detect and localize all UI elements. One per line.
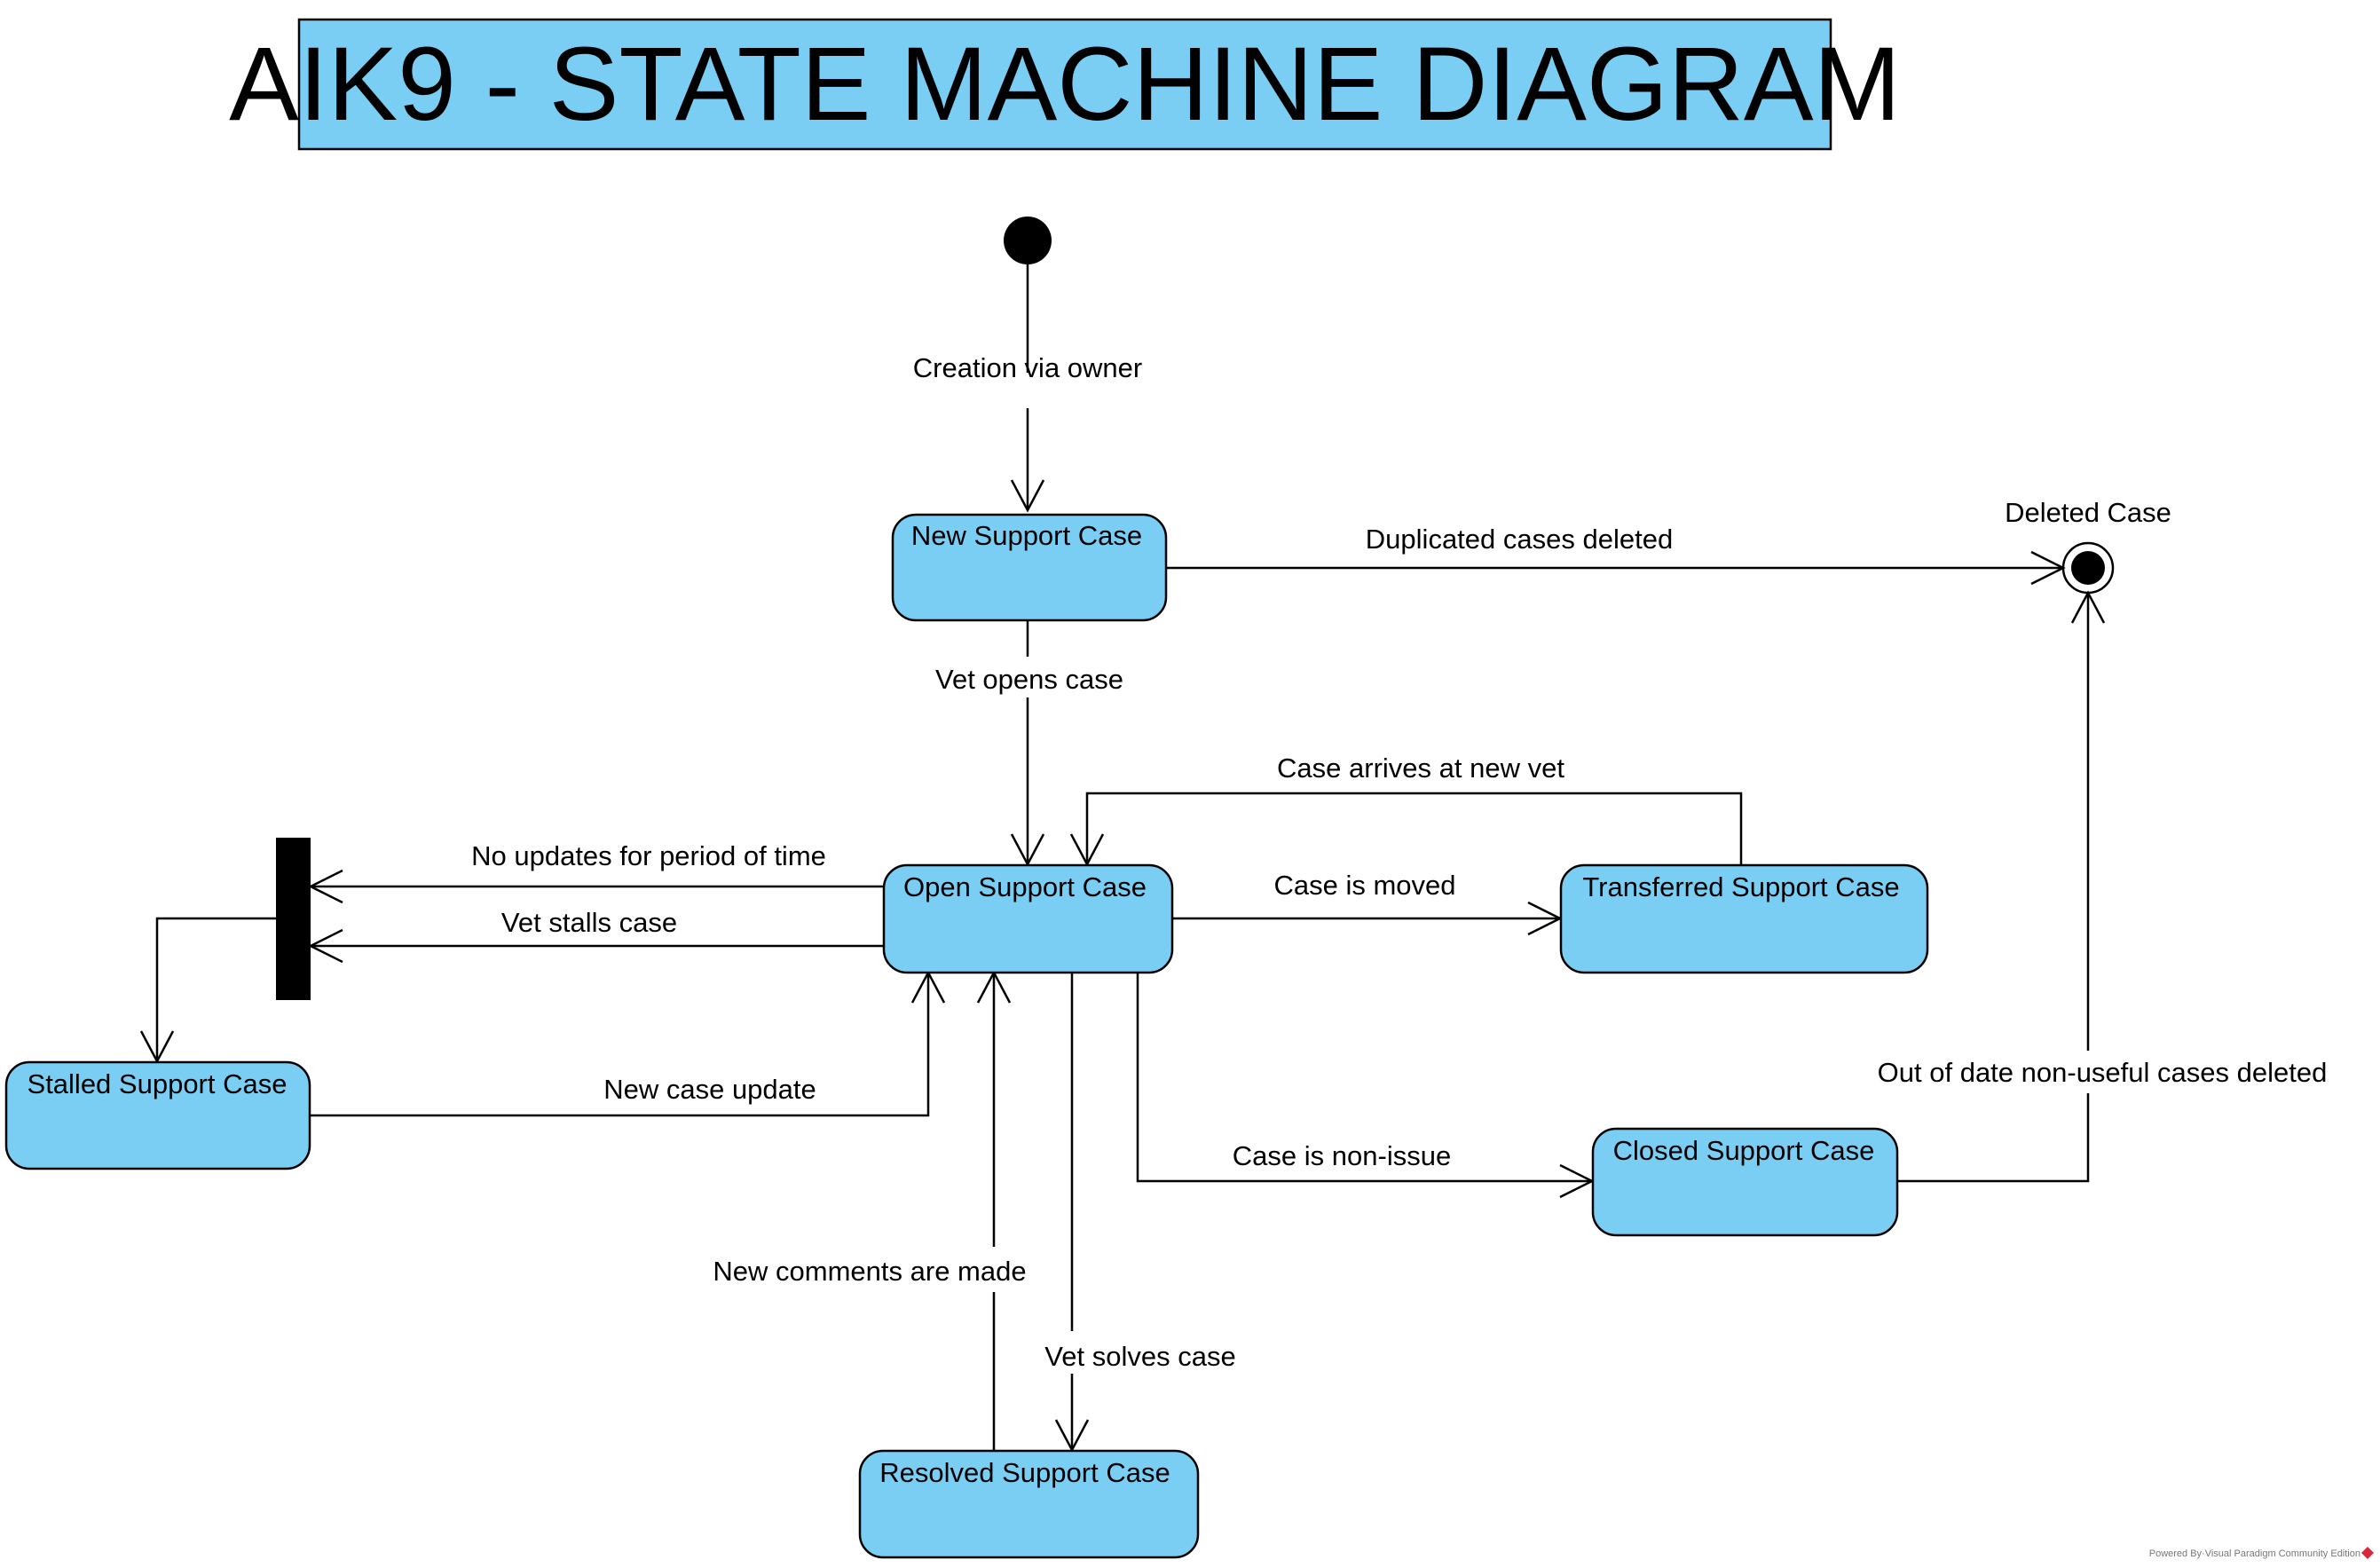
edge-non-issue [1136, 973, 1592, 1183]
state-stalled-box [4, 1060, 311, 1170]
visual-paradigm-logo-icon [2361, 1547, 2374, 1559]
edge-new-case-update [310, 973, 930, 1117]
diagram-title: AIK9 - STATE MACHINE DIAGRAM [229, 26, 1901, 143]
state-resolved-support-case: Resolved Support Case [858, 1449, 1200, 1559]
state-transferred-support-case: Transferred Support Case [1559, 863, 1929, 974]
edge-label-creation: Creation via owner [913, 352, 1142, 383]
edge-label-vet-solves: Vet solves case [1044, 1341, 1235, 1372]
edge-label-vet-opens: Vet opens case [935, 664, 1123, 695]
edge-label-new-case-update: New case update [603, 1074, 816, 1105]
edge-label-new-comments: New comments are made [713, 1256, 1026, 1287]
edge-out-of-date-arrowhead [2070, 590, 2106, 624]
final-state: Deleted Case [2005, 497, 2171, 595]
state-new-box [891, 513, 1168, 622]
state-closed-box [1591, 1127, 1899, 1237]
state-closed-label: Closed Support Case [1613, 1135, 1875, 1166]
initial-state-dot [1004, 217, 1052, 264]
edge-creation-arrowhead [1010, 479, 1045, 513]
edge-label-arrives-new-vet: Case arrives at new vet [1277, 752, 1564, 784]
edge-no-updates-arrowhead [308, 869, 343, 904]
edge-out-of-date [1897, 593, 2090, 1183]
edge-label-duplicated: Duplicated cases deleted [1366, 524, 1673, 555]
watermark-text: Powered By·Visual Paradigm Community Edi… [2149, 1548, 2360, 1559]
edge-label-no-updates: No updates for period of time [471, 840, 826, 871]
state-new-label: New Support Case [911, 520, 1142, 551]
title-banner: AIK9 - STATE MACHINE DIAGRAM [229, 18, 1901, 151]
state-new-support-case: New Support Case [891, 513, 1168, 622]
edge-label-case-moved: Case is moved [1273, 870, 1455, 901]
state-closed-support-case: Closed Support Case [1591, 1127, 1899, 1237]
edge-arrives-new-vet [1085, 792, 1743, 865]
state-stalled-support-case: Stalled Support Case [4, 1060, 311, 1170]
edge-fork-to-stalled [155, 917, 276, 1061]
title-box [297, 18, 1832, 151]
edge-label-out-of-date: Out of date non-useful cases deleted [1878, 1057, 2328, 1088]
state-open-box [882, 863, 1174, 974]
final-state-dot [2071, 551, 2105, 585]
state-stalled-label: Stalled Support Case [28, 1068, 288, 1099]
edge-label-non-issue: Case is non-issue [1233, 1140, 1451, 1171]
deleted-case-label: Deleted Case [2005, 497, 2171, 528]
state-transferred-label: Transferred Support Case [1582, 871, 1899, 902]
state-open-support-case: Open Support Case [882, 863, 1174, 974]
edge-vet-stalls-arrowhead [308, 928, 343, 964]
edge-label-vet-stalls: Vet stalls case [501, 907, 677, 938]
state-open-label: Open Support Case [903, 871, 1147, 902]
state-transferred-box [1559, 863, 1929, 974]
state-resolved-label: Resolved Support Case [879, 1457, 1170, 1488]
fork-bar [276, 838, 311, 1000]
edge-duplicated-arrowhead [2030, 550, 2066, 586]
state-resolved-box [858, 1449, 1200, 1559]
